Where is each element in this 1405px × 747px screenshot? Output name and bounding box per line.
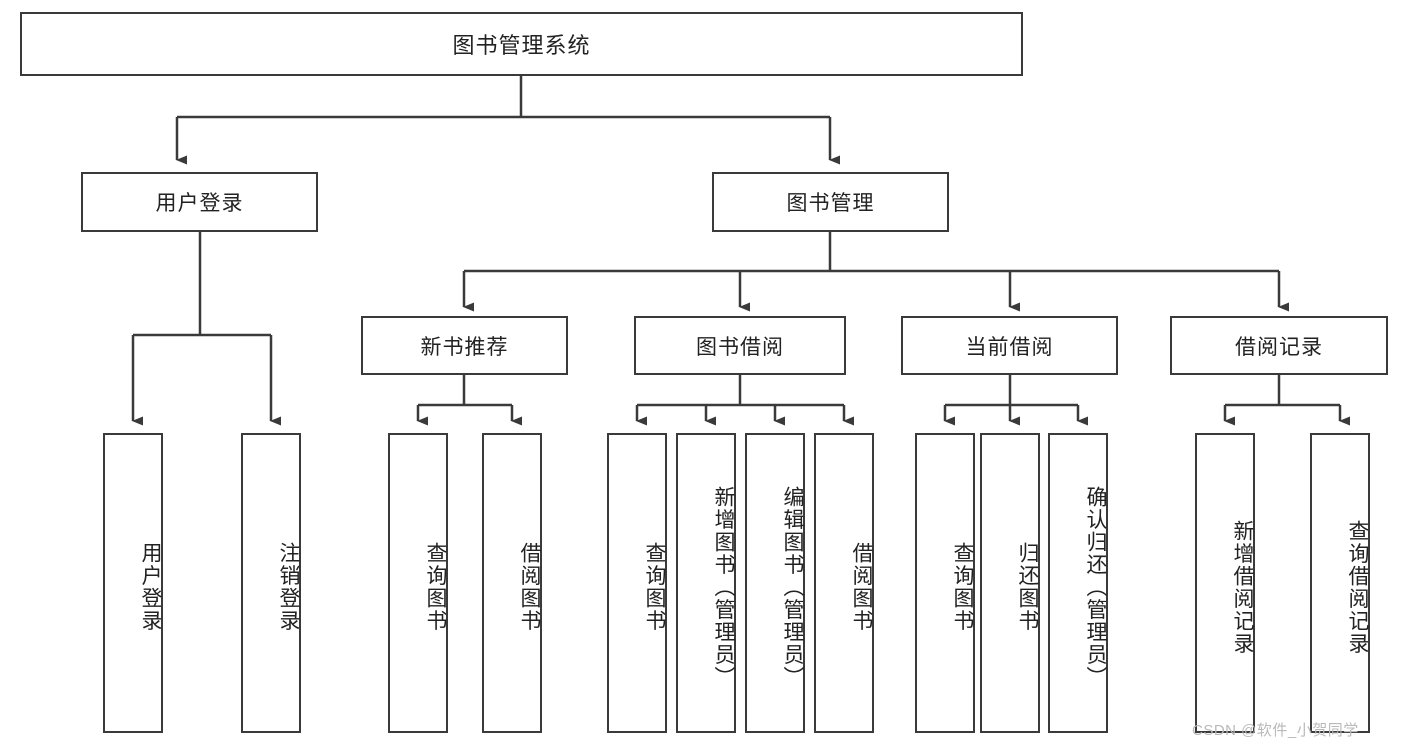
node-book-management[interactable]: 图书管理 — [712, 172, 949, 232]
leaf-return-book[interactable]: 归还图书 — [980, 433, 1040, 733]
leaf-edit-book[interactable]: 编辑图书（管理员） — [745, 433, 805, 733]
leaf-borrow-book-2[interactable]: 借阅图书 — [814, 433, 874, 733]
node-book-borrow[interactable]: 图书借阅 — [634, 316, 846, 375]
leaf-query-book-3[interactable]: 查询图书 — [915, 433, 975, 733]
leaf-user-login[interactable]: 用户登录 — [103, 433, 163, 733]
leaf-query-record[interactable]: 查询借阅记录 — [1310, 433, 1370, 733]
node-current-borrow[interactable]: 当前借阅 — [901, 316, 1118, 375]
csdn-watermark: CSDN @软件_小贺同学 — [1192, 722, 1359, 739]
node-borrow-record[interactable]: 借阅记录 — [1170, 316, 1388, 375]
node-root-book-management-system[interactable]: 图书管理系统 — [20, 12, 1023, 76]
leaf-borrow-book-1[interactable]: 借阅图书 — [482, 433, 542, 733]
leaf-query-book-2[interactable]: 查询图书 — [607, 433, 667, 733]
leaf-confirm-return[interactable]: 确认归还（管理员） — [1048, 433, 1108, 733]
node-user-login[interactable]: 用户登录 — [81, 172, 318, 232]
leaf-add-record[interactable]: 新增借阅记录 — [1195, 433, 1255, 733]
leaf-add-book[interactable]: 新增图书（管理员） — [676, 433, 736, 733]
node-new-book-recommend[interactable]: 新书推荐 — [361, 316, 568, 375]
leaf-logout-login[interactable]: 注销登录 — [241, 433, 301, 733]
leaf-query-book-1[interactable]: 查询图书 — [388, 433, 448, 733]
